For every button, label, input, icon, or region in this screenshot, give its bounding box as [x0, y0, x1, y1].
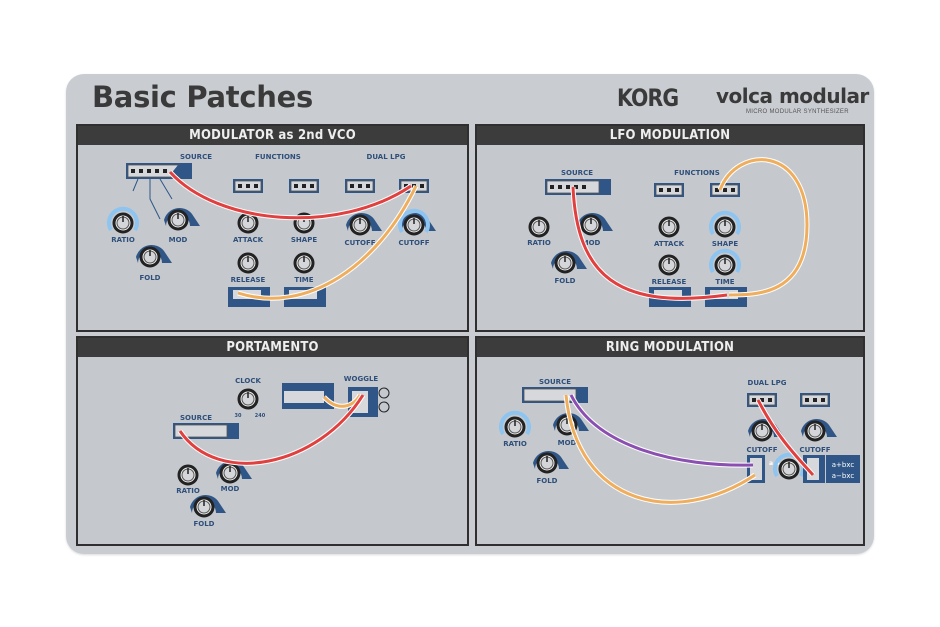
svg-text:FOLD: FOLD	[536, 477, 557, 485]
svg-text:CUTOFF: CUTOFF	[799, 446, 830, 454]
panel-ring-modulation: RING MODULATION SOURCE RATIO MOD FOLD DU…	[475, 336, 865, 546]
svg-text:SOURCE: SOURCE	[180, 153, 212, 161]
svg-text:FOLD: FOLD	[193, 520, 214, 528]
svg-text:CUTOFF: CUTOFF	[344, 239, 375, 247]
panel-modulator-2nd-vco: MODULATOR as 2nd VCO SOURCE RATIO MOD FO…	[76, 124, 469, 332]
svg-text:CLOCK: CLOCK	[235, 377, 261, 385]
panel-title: MODULATOR as 2nd VCO	[78, 126, 467, 145]
svg-text:TIME: TIME	[294, 276, 313, 284]
product-name: volca modular	[716, 84, 869, 108]
cable-red	[168, 170, 413, 221]
svg-text:RATIO: RATIO	[176, 487, 200, 495]
svg-text:RELEASE: RELEASE	[231, 276, 266, 284]
cable-red	[178, 394, 365, 465]
patch-diagram: SOURCE RATIO MOD FOLD FUNCTIONS ATTACK S…	[527, 157, 810, 307]
svg-text:a−bxc: a−bxc	[832, 472, 855, 480]
svg-text:SOURCE: SOURCE	[180, 414, 212, 422]
svg-text:MOD: MOD	[582, 239, 601, 247]
panel-title: LFO MODULATION	[477, 126, 863, 145]
svg-text:a+bxc: a+bxc	[832, 461, 855, 469]
svg-text:TIME: TIME	[715, 278, 734, 286]
svg-text:ATTACK: ATTACK	[233, 236, 264, 244]
svg-text:FOLD: FOLD	[554, 277, 575, 285]
patch-diagram: CLOCK 30 240 WOGGLE SOURCE RATIO MOD FOL…	[173, 375, 390, 528]
svg-text:240: 240	[255, 413, 266, 419]
svg-text:RATIO: RATIO	[527, 239, 551, 247]
panel-portamento: PORTAMENTO CLOCK 30 240 WOGGLE SOURCE RA…	[76, 336, 469, 546]
svg-text:MOD: MOD	[221, 485, 240, 493]
svg-text:MOD: MOD	[558, 439, 577, 447]
svg-text:RATIO: RATIO	[503, 440, 527, 448]
cable-purple	[569, 394, 754, 467]
cable-orange	[564, 394, 756, 504]
patch-diagram: SOURCE RATIO MOD FOLD FUNCTIONS ATTACK S…	[78, 153, 436, 307]
svg-text:DUAL LPG: DUAL LPG	[367, 153, 406, 161]
svg-text:FUNCTIONS: FUNCTIONS	[674, 169, 720, 177]
product-subtitle: MICRO MODULAR SYNTHESIZER	[746, 109, 849, 115]
svg-text:RATIO: RATIO	[111, 236, 135, 244]
ratio-knob	[109, 209, 137, 232]
cable-orange	[718, 158, 809, 297]
svg-text:SHAPE: SHAPE	[291, 236, 317, 244]
svg-text:FUNCTIONS: FUNCTIONS	[255, 153, 301, 161]
cable-red	[571, 186, 728, 300]
cable-red	[756, 399, 815, 476]
svg-text:ATTACK: ATTACK	[654, 240, 685, 248]
svg-text:SHAPE: SHAPE	[712, 240, 738, 248]
svg-text:RELEASE: RELEASE	[652, 278, 687, 286]
panel-title: RING MODULATION	[477, 338, 863, 357]
svg-text:MOD: MOD	[169, 236, 188, 244]
cable-orange	[322, 394, 362, 408]
svg-text:30: 30	[235, 413, 242, 419]
brand-logo: KORG	[617, 84, 679, 112]
panel-title: PORTAMENTO	[78, 338, 467, 357]
svg-text:FOLD: FOLD	[139, 274, 160, 282]
svg-text:SOURCE: SOURCE	[539, 378, 571, 386]
svg-text:WOGGLE: WOGGLE	[344, 375, 379, 383]
svg-text:DUAL LPG: DUAL LPG	[748, 379, 787, 387]
panel-lfo-modulation: LFO MODULATION SOURCE RATIO MOD FOLD FUN…	[475, 124, 865, 332]
patch-diagram: SOURCE RATIO MOD FOLD DUAL LPG CUTOFF CU…	[477, 378, 860, 505]
svg-text:CUTOFF: CUTOFF	[746, 446, 777, 454]
svg-text:SOURCE: SOURCE	[561, 169, 593, 177]
page-title: Basic Patches	[92, 80, 313, 114]
svg-text:CUTOFF: CUTOFF	[398, 239, 429, 247]
